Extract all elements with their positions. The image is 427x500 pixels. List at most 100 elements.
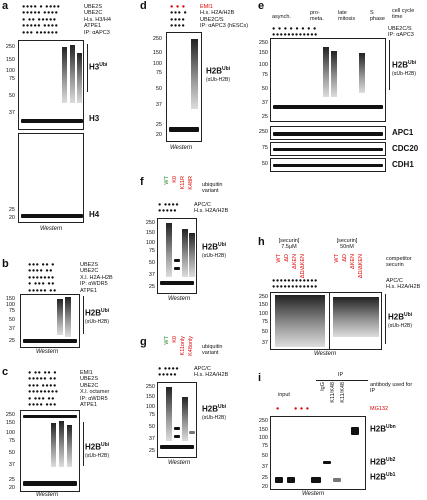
mw-marker: 150 [152,50,162,56]
ladder-band [174,267,180,270]
mw-marker: 20 [8,215,15,221]
mw-marker: 37 [148,272,155,278]
panel-i: i IP input IgG K11/K48 K11/K48 antibody … [258,372,427,500]
h2b-ubi-label: H2BUbi [206,66,231,76]
panel-label: e [258,0,265,12]
mw-marker: 100 [5,302,15,308]
condition-label: H.s. H2A/H2B [386,284,421,291]
antibody-label: (αUb-H2B) [202,253,227,259]
panel-d: d ● ● ●●●● ●●●●●●●●● EMI1 H.s. H2A/H2B U… [140,0,250,160]
condition-labels: APC/C H.s. H2A/H2B [194,366,228,379]
variant-label: K0 [172,176,178,183]
variant-label: ΔKEN [350,254,356,269]
ip-lane-label: K11/K48 [340,382,346,403]
condition-label: IP: αAPC3 [84,29,110,36]
condition-label: ATPE1 [80,287,98,294]
securin-group: [securin] 7.5μM [278,238,300,251]
mw-marker: 150 [5,420,15,426]
condition-dots: ● ● ● ● ● ● ● ●●●●●●●●●●●●● [272,26,318,39]
mw-marker: 50 [148,424,155,430]
mw-marker: 150 [5,296,15,302]
condition-label: APC/C [194,202,211,208]
condition-labels: EMI1 UBE2S UBE2C X.l. octamer IP: αWDR5 … [80,370,109,408]
mw-marker: 100 [145,240,155,246]
western-blot-cdh1 [270,158,386,172]
ubiquitin-smear [191,39,198,109]
panel-label: i [258,372,262,384]
condition-label: ATPE1 [80,402,98,409]
mw-marker: 75 [148,248,155,254]
mw-marker: 75 [261,145,268,151]
ubiquitin-smear [51,423,56,467]
ubiquitin-smear [182,397,188,441]
mw-marker: 50 [261,161,268,167]
ubiquitin-smear [77,53,82,103]
condition-label: UBE2C [80,268,99,275]
h2bub1-band [333,478,341,482]
panel-a: a ●●●● ● ●●●●●●●●● ●●●●● ●● ●●●●●●●●●● ●… [0,0,118,250]
condition-dots: ● ● ●●●● ●●●●●●●●● [170,4,188,30]
mw-marker: 75 [261,319,268,325]
ip-header-line [316,380,368,381]
variant-label: WT [164,176,170,185]
variant-legend: ubiquitin variant [202,344,223,357]
western-footer: Western [36,492,59,498]
h2b-ubi-label: H2BUbi [388,312,413,322]
mw-marker: 100 [152,61,162,67]
h2b-ub2-label: H2BUb2 [370,457,396,467]
mw-marker: 250 [5,44,15,50]
mw-marker: 75 [261,443,268,449]
ladder-band [174,259,180,262]
ubiquitin-smear [57,299,63,335]
western-blot [157,382,197,458]
h2b-ubi-label: H2BUbi [202,404,227,414]
variant-label: K11only [180,336,186,356]
mw-marker: 20 [261,484,268,490]
variant-label: ΔD [284,254,290,262]
western-footer: Western [36,349,59,355]
mw-marker: 37 [261,340,268,346]
h2bub2-band [323,461,331,464]
condition-dots: ● ●●●●●●●●● [158,202,180,215]
condition-label: UBE2C/S [200,16,224,23]
mw-marker: 150 [258,302,268,308]
panel-label: a [2,0,9,12]
mw-marker: 20 [8,485,15,491]
mw-marker: 37 [261,100,268,106]
mw-marker: 50 [8,93,15,99]
ubiquitin-smear [166,223,172,277]
panel-c: c ● ●● ●● ●●●●●● ●●●●● ●●●●●●●●●●●●● ●●●… [0,366,118,500]
panel-h: h [securin] 7.5μM [securin] 50nM WT ΔD Δ… [258,236,427,366]
western-footer: Western [168,296,191,302]
condition-label: ATPE1 [84,23,102,30]
mw-marker: 25 [148,448,155,454]
ubi-bracket [382,294,386,344]
h2b-band [23,339,77,343]
mw-marker: 50 [261,453,268,459]
ubi-bracket [80,422,84,466]
h2b-band [169,127,199,132]
mw-marker: 250 [258,418,268,424]
condition-label: UBE2C/S [388,26,412,32]
mw-marker: 250 [258,40,268,46]
condition-label: H.s. H3/H4 [84,16,111,23]
mg132-label: MG132 [370,406,389,412]
mw-marker: 50 [148,260,155,266]
panel-label: h [258,236,265,248]
western-footer: Western [40,226,63,232]
condition-label: X.l. octamer [80,389,110,396]
condition-dots: ● ●● ●● ●●●●●● ●●●●● ●●●●●●●●●●●●● ●●● ●… [28,370,59,409]
mw-marker: 37 [8,326,15,332]
apc1-label: APC1 [392,128,414,137]
mw-marker: 25 [261,475,268,481]
mw-marker: 25 [148,284,155,290]
mw-marker: 37 [148,436,155,442]
h3-ubi-label: H3Ubi [89,62,108,72]
ubiquitin-smear [189,233,195,277]
mw-marker: 37 [8,110,15,116]
group-label: S phase [370,10,385,23]
condition-dots: ●●● ●● ●●●●● ●●●●●●●●●● ●●● ●●●●●●● ●● [28,262,57,294]
mw-marker: 25 [261,114,268,120]
panel-label: g [140,336,147,348]
mw-marker: 150 [5,57,15,63]
